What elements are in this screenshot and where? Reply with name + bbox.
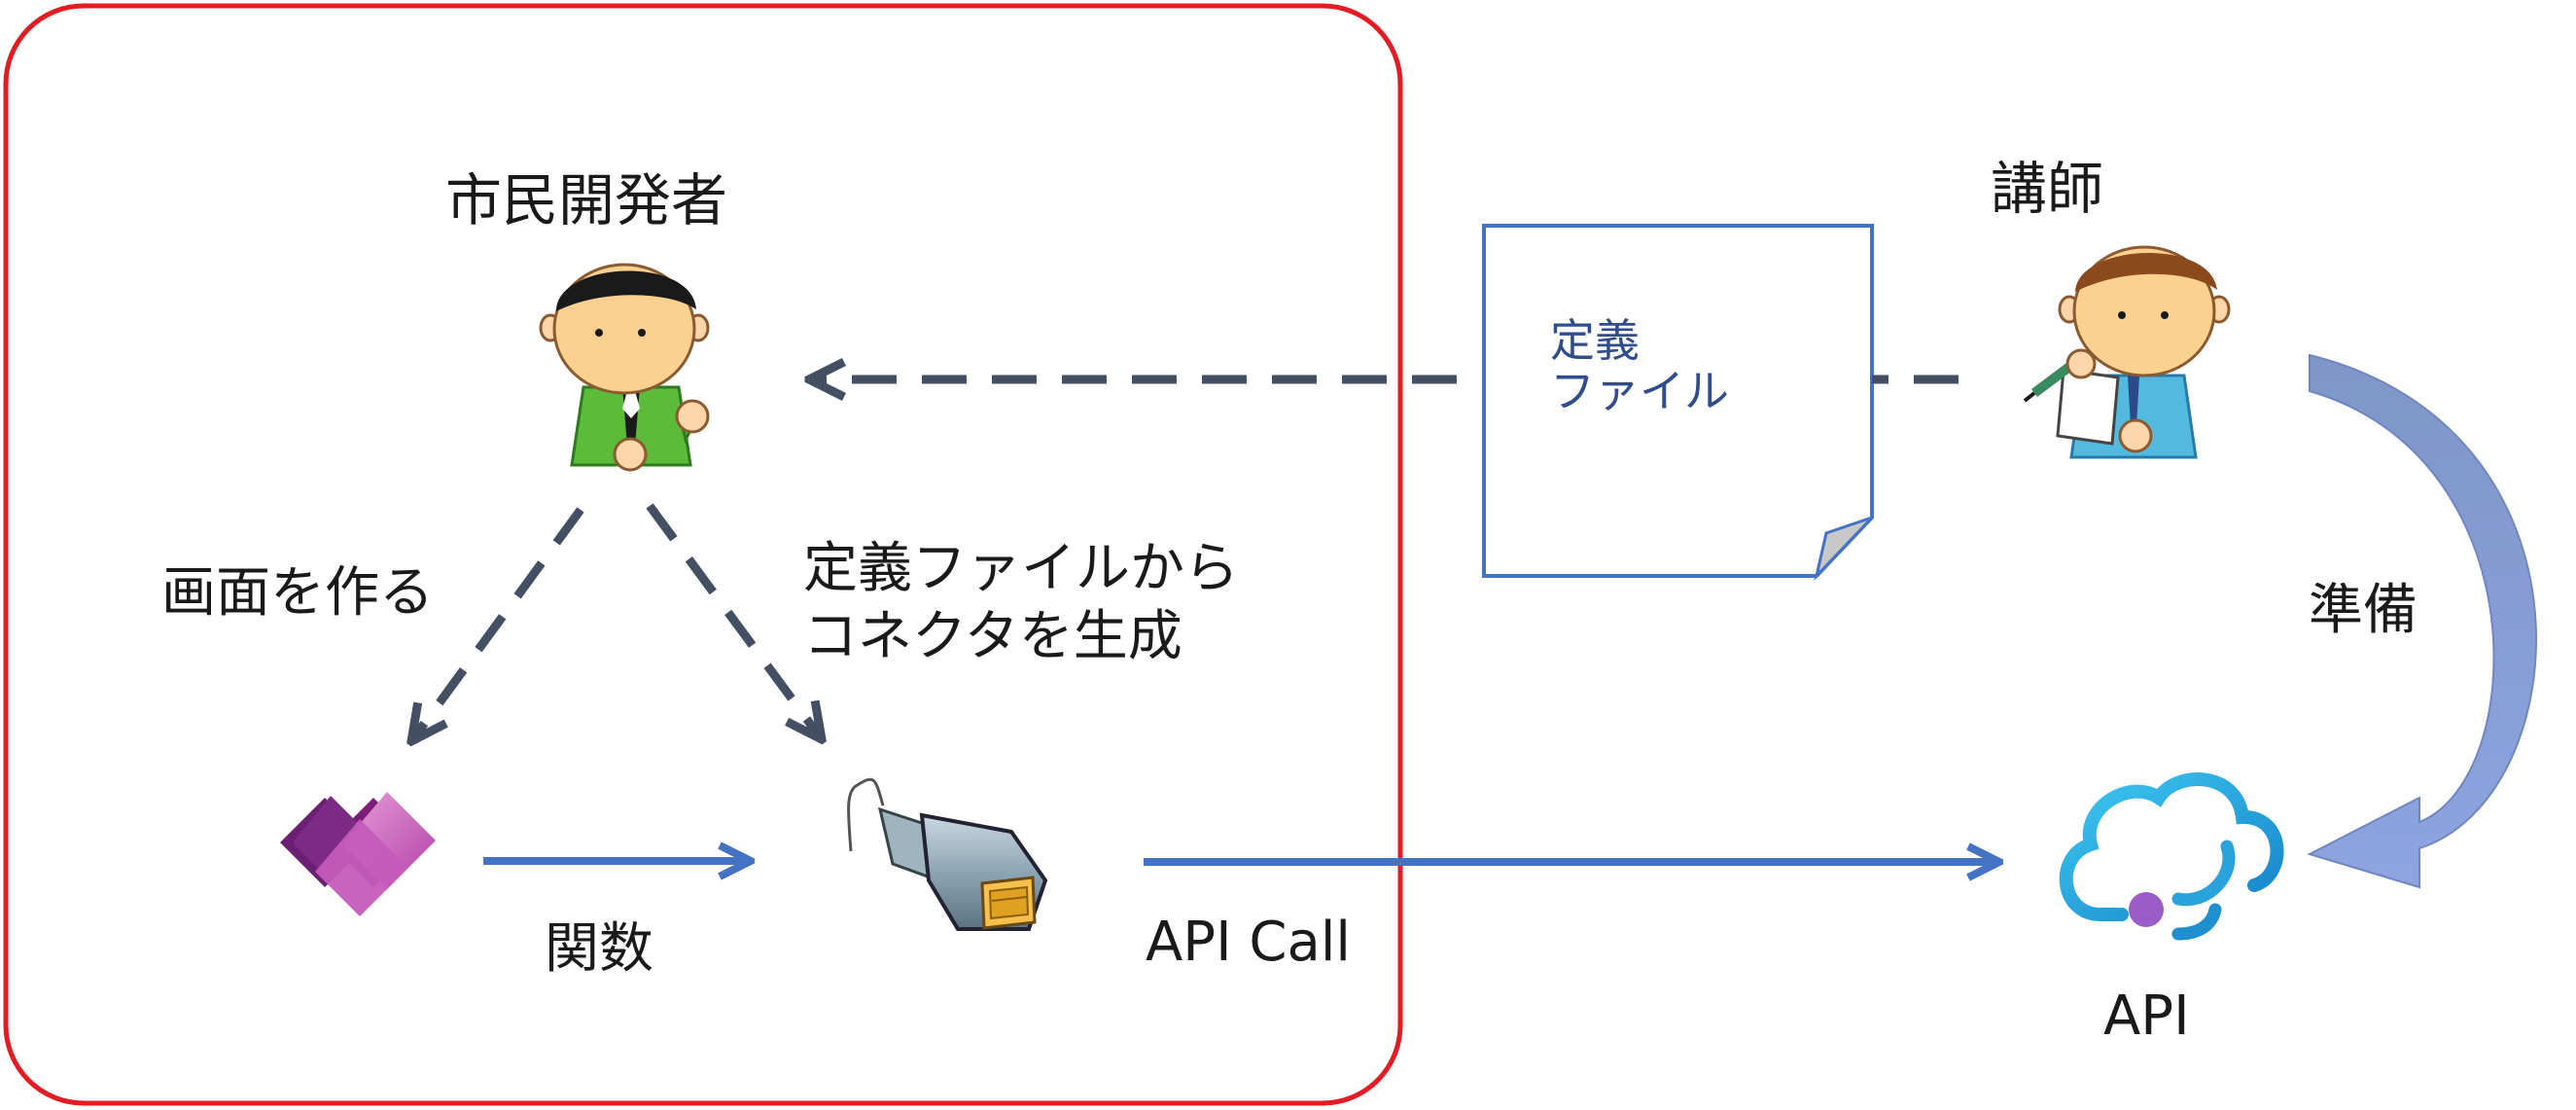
api-label: API <box>2103 985 2190 1048</box>
generate-connector-arrow <box>646 503 822 739</box>
person-pointing-icon <box>539 263 710 472</box>
prepare-label: 準備 <box>2309 579 2417 642</box>
connector-plug-icon <box>847 777 1048 931</box>
citizen-developer-scope-frame <box>3 3 1403 1106</box>
document-label-line1: 定義 <box>1550 314 1640 367</box>
document-label-line2: ファイル <box>1550 365 1729 417</box>
function-label: 関数 <box>545 917 653 981</box>
citizen-developer-label: 市民開発者 <box>445 167 727 233</box>
make-screen-arrow <box>411 507 584 741</box>
generate-connector-label-line2: コネクタを生成 <box>803 605 1182 668</box>
api-call-label: API Call <box>1146 911 1351 974</box>
lecturer-label: 講師 <box>1991 156 2103 222</box>
prepare-curved-arrow <box>2307 353 2537 889</box>
api-cloud-icon <box>2059 772 2284 941</box>
definition-file-document: 定義 ファイル <box>1482 224 1874 581</box>
person-writing-icon <box>2023 245 2231 459</box>
generate-connector-label-line1: 定義ファイルから <box>803 537 1239 600</box>
power-apps-logo-icon <box>280 792 436 916</box>
make-screen-label: 画面を作る <box>161 561 434 625</box>
